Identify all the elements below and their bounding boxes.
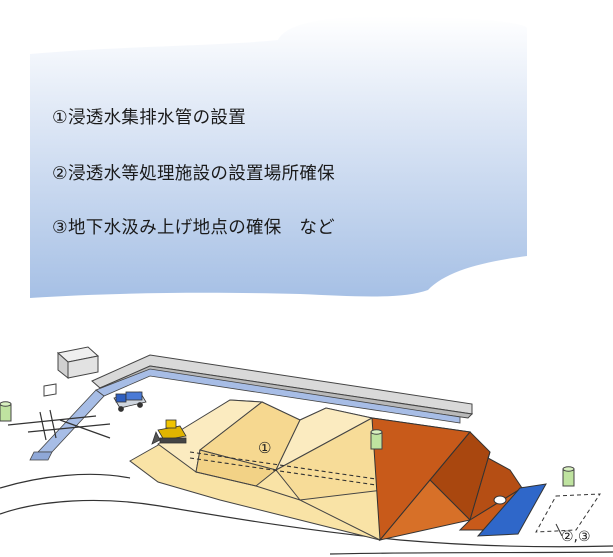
facility-marker-23: ②,③ xyxy=(561,529,591,545)
perimeter-channel xyxy=(29,368,461,461)
slope-embankment xyxy=(371,417,524,542)
retaining-wall xyxy=(91,354,474,419)
left-well-icon xyxy=(0,401,12,422)
callout-item-3: ③地下水汲み上げ地点の確保 など xyxy=(52,218,335,238)
mid-well-icon xyxy=(370,429,383,450)
callout-item-2: ②浸透水等処理施設の設置場所確保 xyxy=(52,164,335,184)
pipe-marker-1: ① xyxy=(258,439,272,457)
bulldozer-icon xyxy=(151,419,187,445)
pipe-outlet xyxy=(493,495,507,505)
ground-lines xyxy=(0,473,613,555)
callout-item-1: ①浸透水集排水管の設置 xyxy=(52,108,246,128)
truck-icon xyxy=(113,391,147,412)
small-box xyxy=(43,383,57,397)
left-pipes xyxy=(7,409,111,441)
right-well-icon xyxy=(562,466,575,487)
callout-banner xyxy=(30,16,527,298)
marker-23-leader xyxy=(555,523,563,537)
water-area xyxy=(476,483,547,537)
facility-space xyxy=(535,493,601,533)
building xyxy=(56,346,100,380)
